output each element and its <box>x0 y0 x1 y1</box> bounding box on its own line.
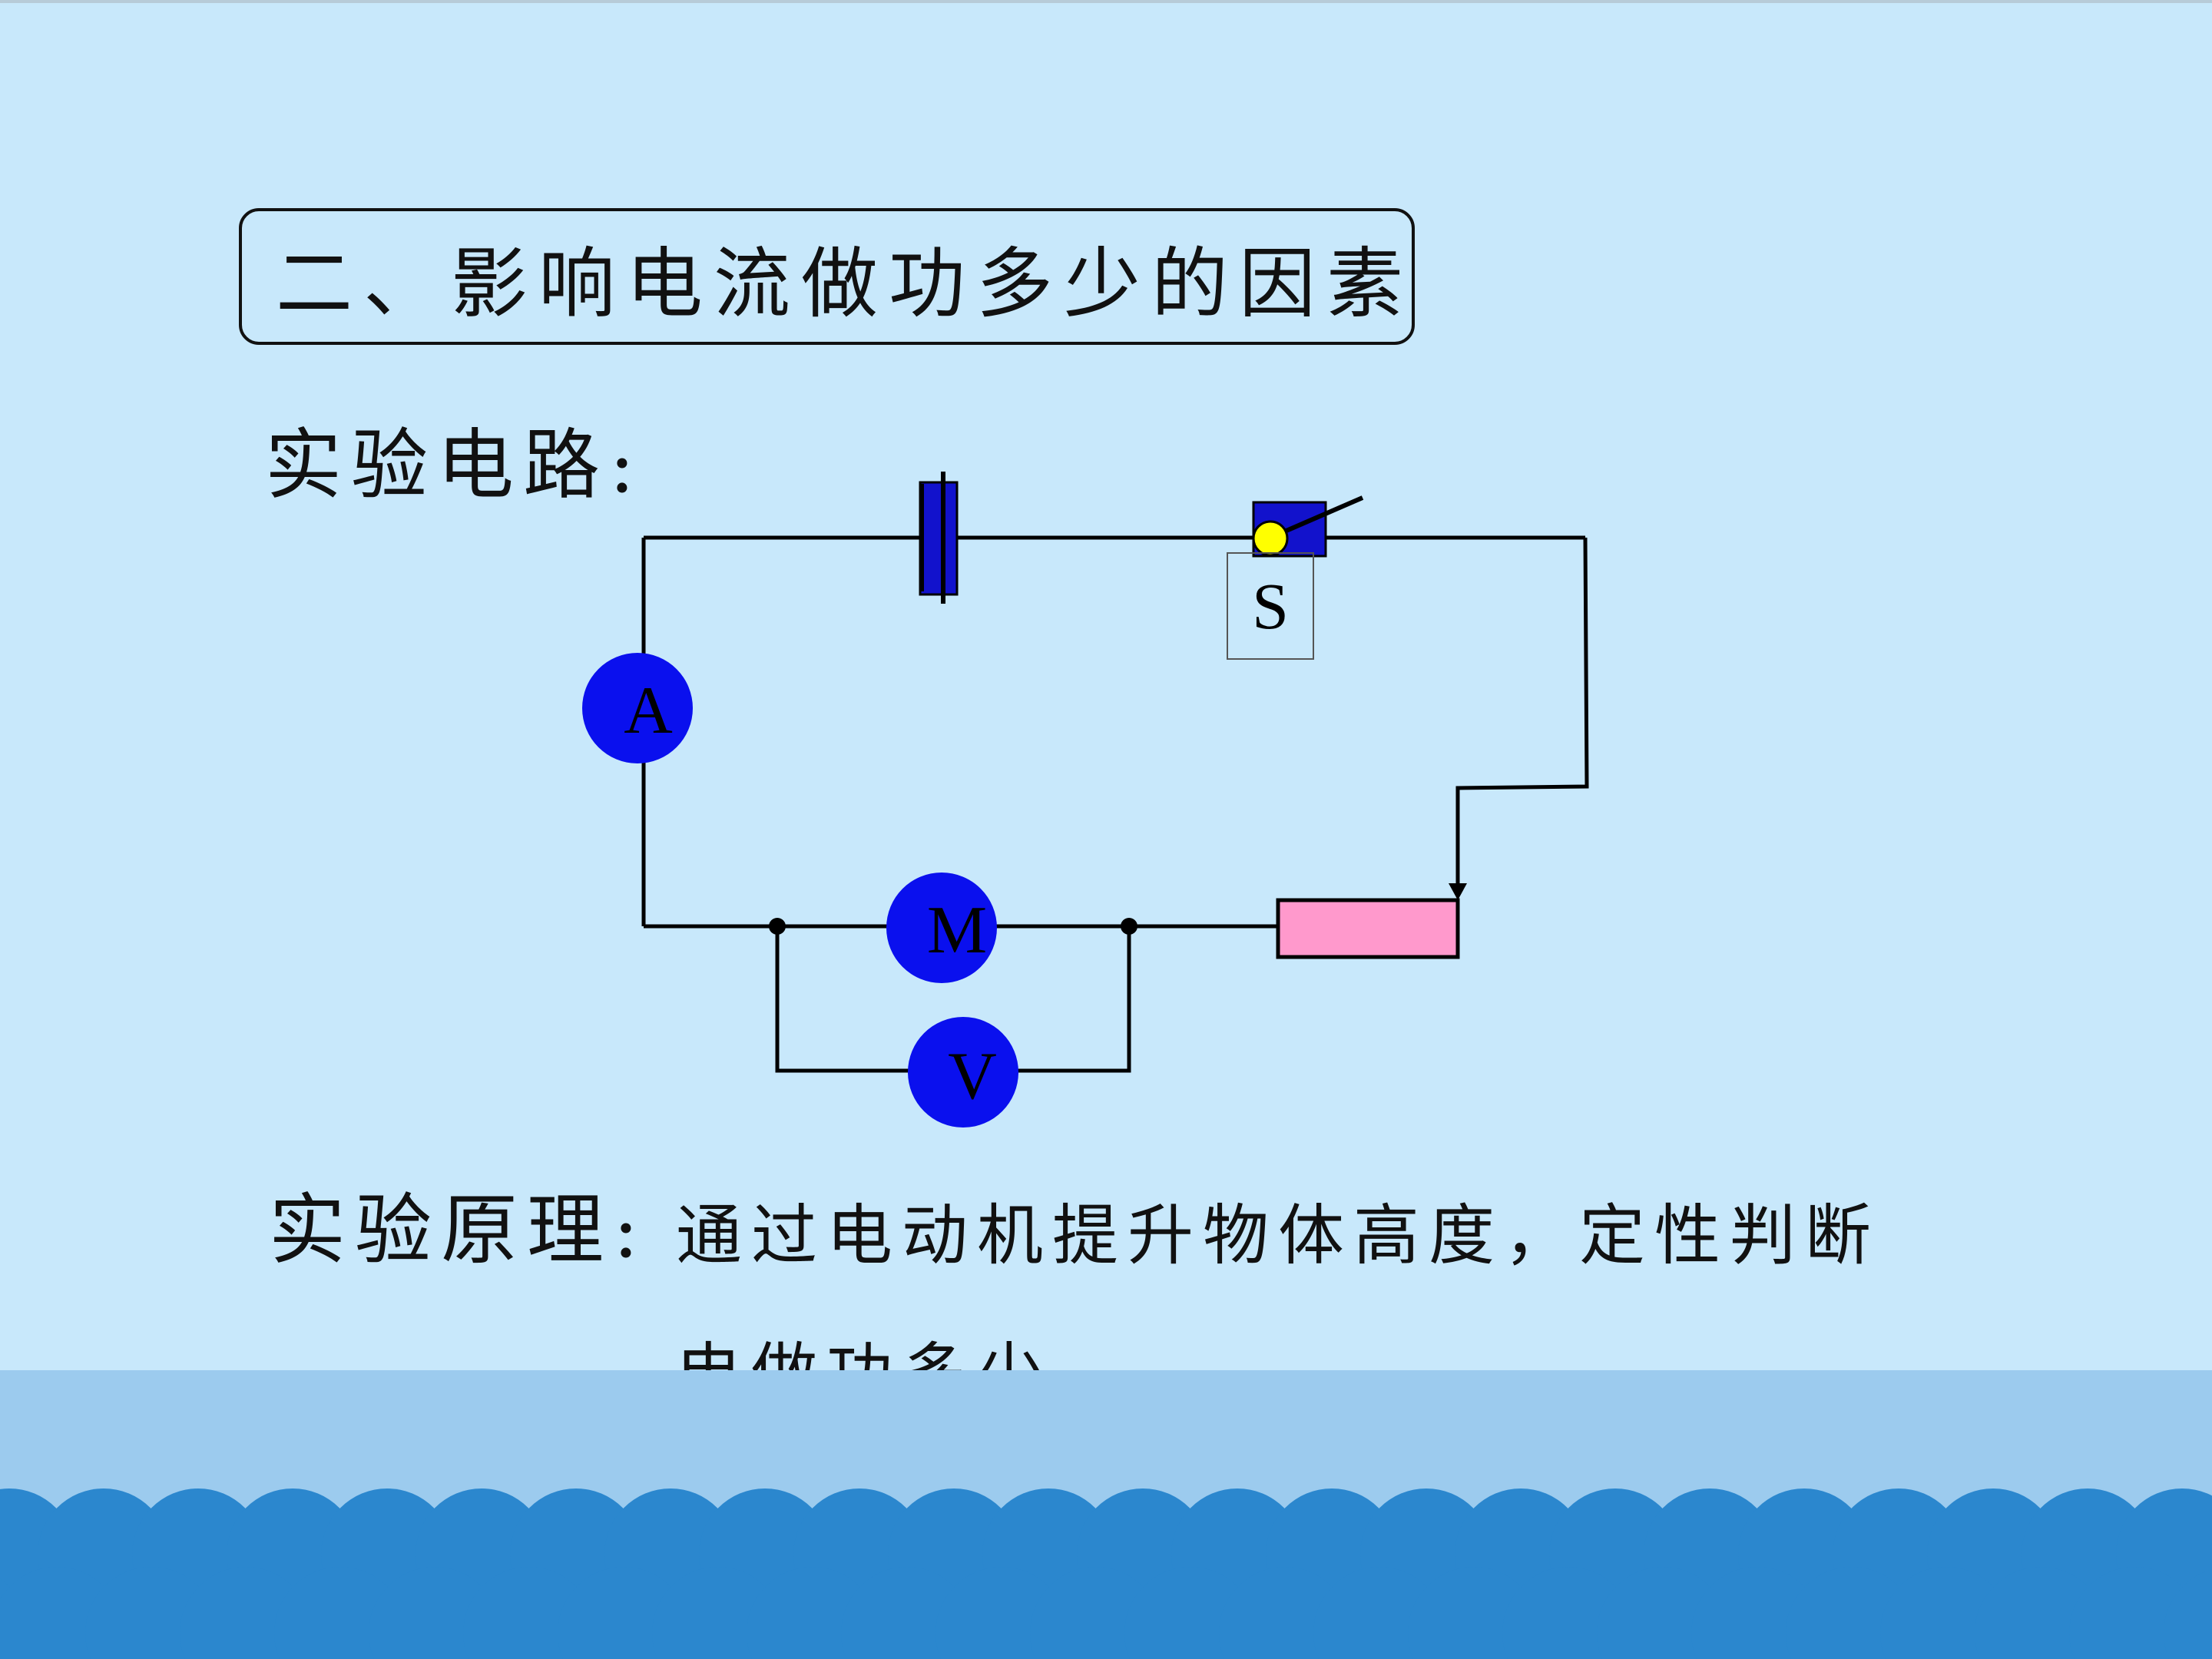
ammeter-icon <box>582 653 693 763</box>
top-border-line <box>0 0 2212 3</box>
wave-row-front <box>0 1567 2212 1659</box>
switch-label-box <box>1227 552 1314 660</box>
section-title: 二、影响电流做功多少的因素 <box>276 238 1414 329</box>
voltmeter-label: V <box>948 1039 997 1114</box>
principle-text-line1: 通过电动机提升物体高度，定性判断 <box>676 1197 1880 1274</box>
principle-label: 实验原理: <box>269 1185 648 1275</box>
section-title-box: 二、影响电流做功多少的因素 <box>239 208 1415 345</box>
junction-dot-left <box>769 918 786 935</box>
circuit-diagram: S A M V <box>582 472 1589 1128</box>
wire-voltmeter-left <box>775 926 909 1073</box>
wire-right <box>1455 537 1589 886</box>
wire-voltmeter-right <box>1017 926 1131 1073</box>
battery-icon <box>919 472 959 604</box>
switch-icon <box>1252 495 1364 558</box>
rheostat-slider-arrow-icon <box>1449 883 1467 900</box>
switch-label: S <box>1252 569 1289 643</box>
ammeter-label: A <box>624 674 673 748</box>
voltmeter-icon <box>908 1017 1018 1128</box>
rheostat-icon <box>1276 898 1460 959</box>
wave-decoration <box>0 1370 2212 1659</box>
junction-dot-right <box>1121 918 1137 935</box>
motor-label: M <box>927 893 987 968</box>
motor-icon <box>886 873 997 983</box>
circuit-wires <box>641 535 1589 1073</box>
circuit-heading: 实验电路: <box>265 420 644 510</box>
wave-scallop <box>2164 1569 2212 1659</box>
